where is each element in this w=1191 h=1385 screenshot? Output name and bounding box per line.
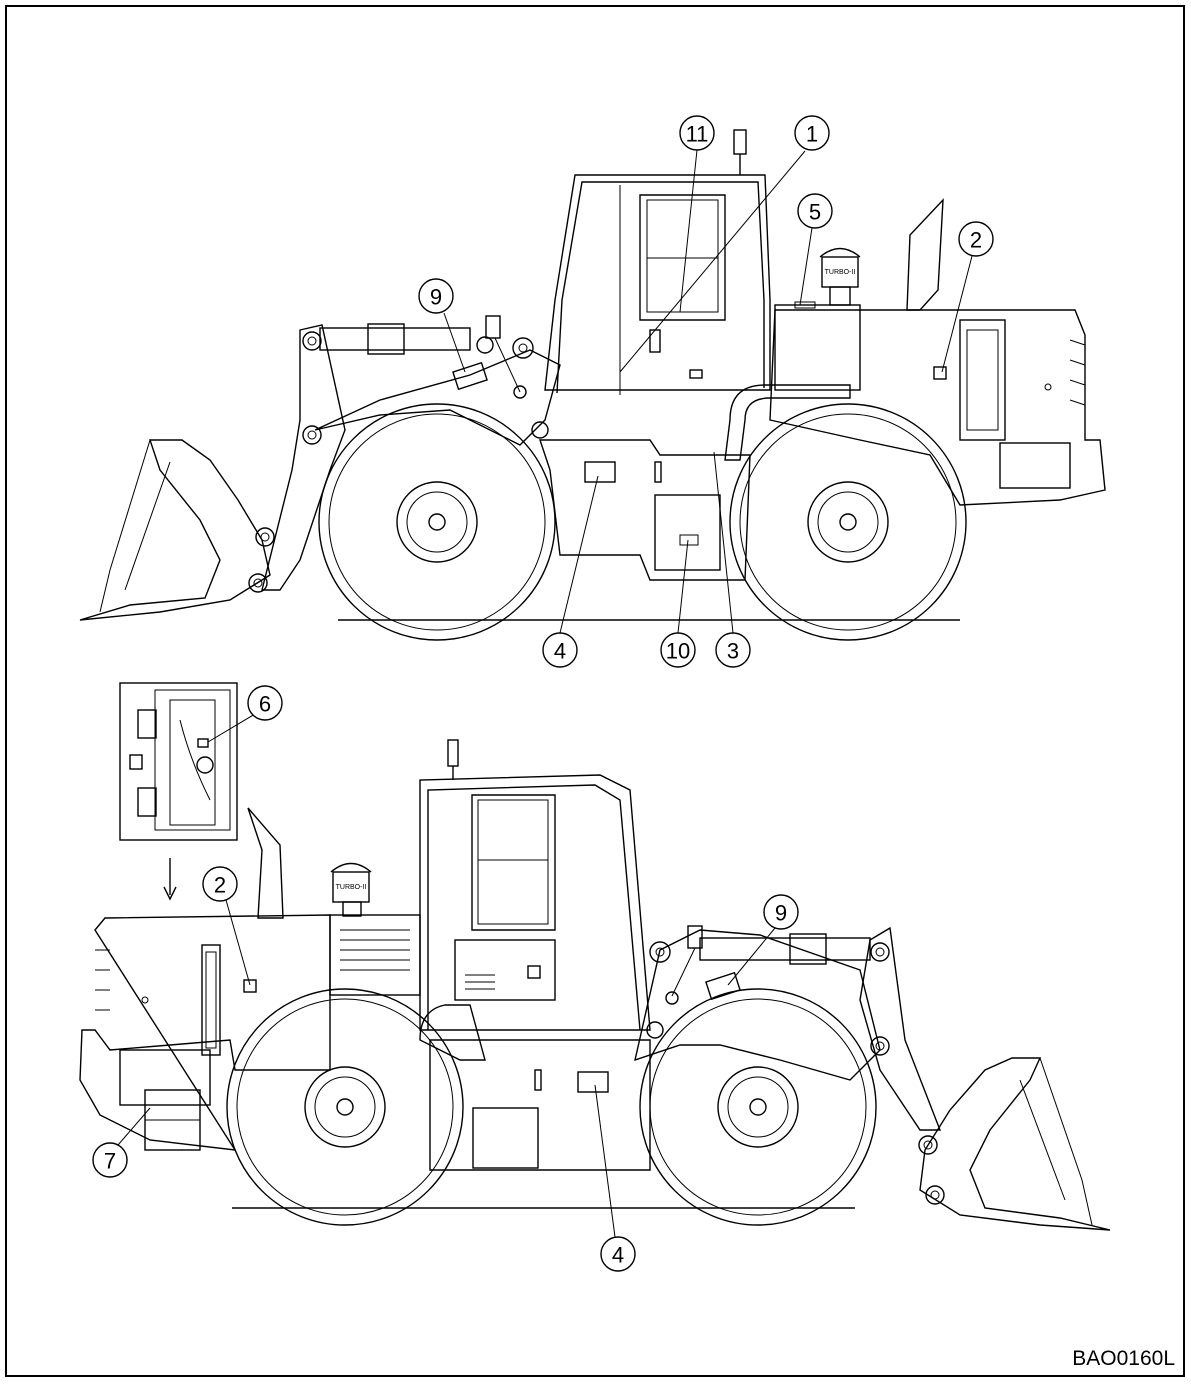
svg-text:2: 2 [970,228,982,253]
callout-9-top: 9 [418,278,454,314]
callout-4-bottom: 4 [600,1236,636,1272]
callout-5-top: 5 [797,193,833,229]
top-leader-lines [443,149,973,634]
top-loader-drawing: TURBO-II [79,129,1106,641]
svg-text:2: 2 [214,873,226,898]
callout-11-top: 11 [679,115,715,151]
callout-6: 6 [247,685,283,721]
svg-text:9: 9 [775,901,787,926]
svg-text:11: 11 [686,122,709,147]
inset-detail-drawing [119,682,238,901]
callout-10-top: 10 [660,632,696,668]
svg-text:10: 10 [666,639,690,664]
drawing-frame [5,5,1185,1377]
svg-text:4: 4 [612,1243,624,1268]
svg-text:9: 9 [430,285,442,310]
callout-2-top: 2 [958,221,994,257]
drawing-code: BAO0160L [1072,1347,1175,1370]
callout-2-bottom: 2 [202,866,238,902]
svg-text:6: 6 [259,692,271,717]
callout-4-top: 4 [542,632,578,668]
svg-text:5: 5 [809,200,821,225]
callout-3-top: 3 [715,632,751,668]
callout-1-top: 1 [794,115,830,151]
turbo-label-top: TURBO-II [825,269,856,276]
svg-text:1: 1 [806,122,818,147]
svg-text:3: 3 [727,639,739,664]
svg-text:4: 4 [554,639,566,664]
leader-6 [207,710,261,743]
turbo-label-bottom: TURBO-II [336,884,367,891]
bottom-loader-drawing: TURBO-II [79,739,1111,1231]
bottom-leader-lines [117,899,776,1238]
callout-9-bottom: 9 [763,894,799,930]
callout-7-bottom: 7 [92,1142,128,1178]
svg-text:7: 7 [104,1149,116,1174]
